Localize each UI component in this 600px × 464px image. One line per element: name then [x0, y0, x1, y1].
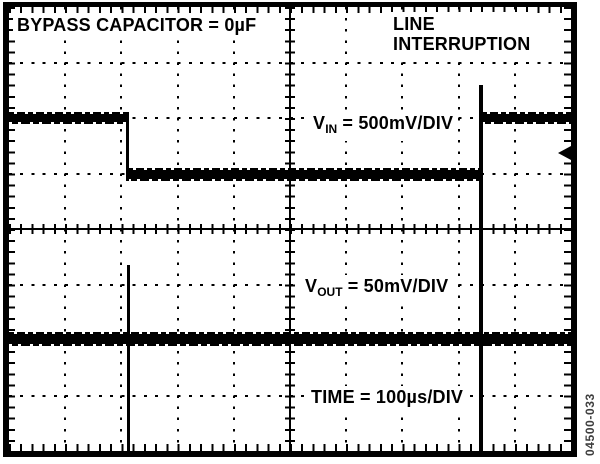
bypass-capacitor-label: BYPASS CAPACITOR = 0µF	[13, 14, 261, 37]
vin-falling-edge	[126, 112, 129, 181]
vout-scale-text: = 50mV/DIV	[342, 276, 449, 296]
vout-interruption-spike	[127, 265, 130, 451]
vin-low-segment	[128, 168, 480, 181]
vout-scale-label: VOUT = 50mV/DIV	[301, 275, 453, 304]
line-interruption-label-line2: INTERRUPTION	[393, 34, 531, 54]
scope-frame: BYPASS CAPACITOR = 0µF LINE INTERRUPTION…	[3, 2, 577, 457]
line-interruption-label: LINE INTERRUPTION	[389, 12, 535, 56]
vin-high-segment-right	[482, 112, 571, 124]
vin-high-segment-left	[9, 112, 128, 124]
trigger-level-arrow-icon	[558, 146, 571, 160]
vout-symbol: V	[305, 276, 318, 296]
scope-graticule: BYPASS CAPACITOR = 0µF LINE INTERRUPTION…	[9, 7, 571, 451]
grid-center-vline	[289, 7, 291, 451]
vin-subscript: IN	[325, 122, 338, 136]
vin-symbol: V	[313, 113, 326, 133]
vout-subscript: OUT	[317, 285, 343, 299]
line-restore-spike	[479, 85, 483, 451]
figure-number: 04500-033	[583, 393, 597, 456]
time-scale-label: TIME = 100µs/DIV	[307, 386, 468, 409]
vin-scale-label: VIN = 500mV/DIV	[309, 112, 458, 141]
vin-scale-text: = 500mV/DIV	[337, 113, 454, 133]
line-interruption-label-line1: LINE	[393, 14, 435, 34]
vout-trace	[9, 332, 571, 346]
